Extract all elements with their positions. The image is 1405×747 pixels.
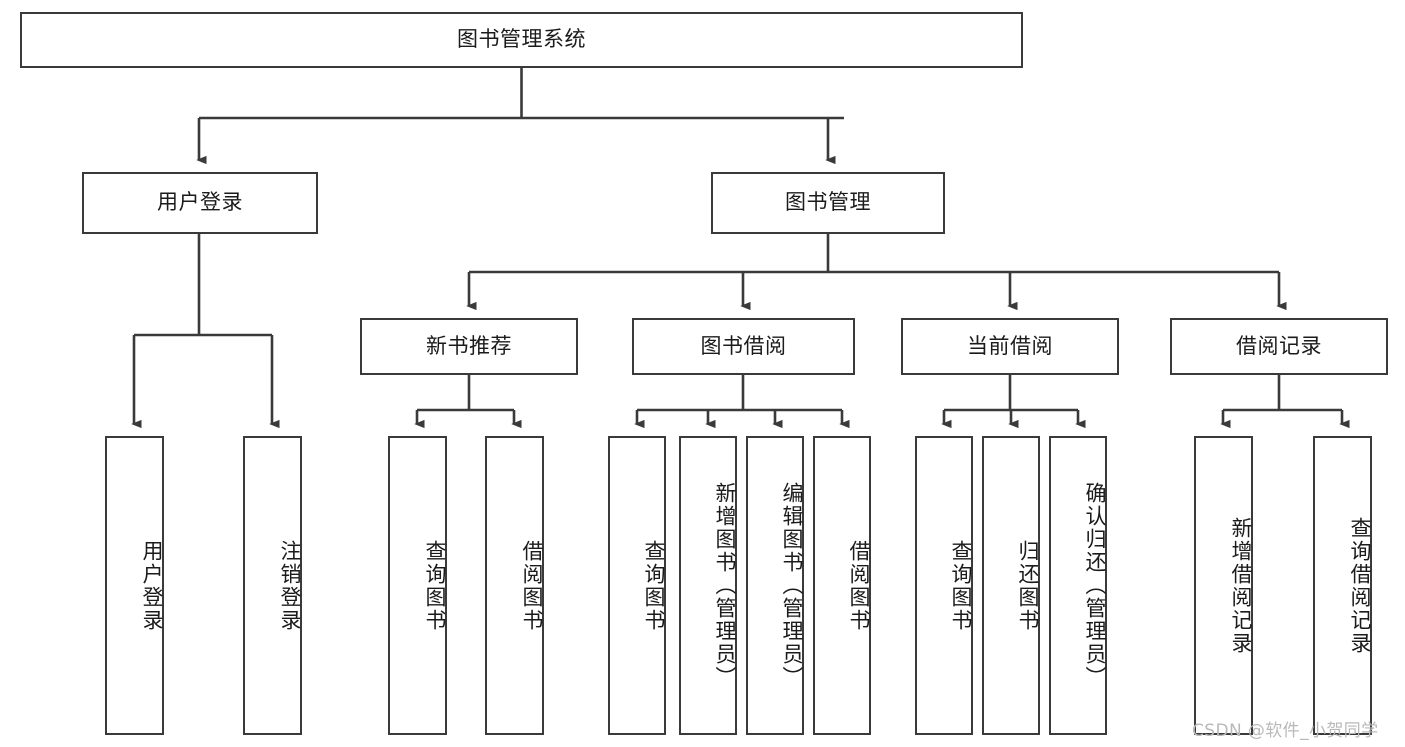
- node-leaf-return-book[interactable]: 归还图书: [982, 436, 1040, 735]
- node-user-login[interactable]: 用户登录: [82, 172, 318, 234]
- node-label: 新书推荐: [426, 333, 512, 358]
- node-label: 查询图书: [423, 539, 447, 632]
- node-label: 归还图书: [1016, 539, 1040, 632]
- node-label: 图书借阅: [700, 333, 787, 358]
- node-book-borrow[interactable]: 图书借阅: [632, 318, 855, 375]
- node-label: 新增借阅记录: [1229, 516, 1253, 655]
- node-leaf-add-borrow-record[interactable]: 新增借阅记录: [1194, 436, 1253, 735]
- node-leaf-confirm-return-admin[interactable]: 确认归还（管理员）: [1049, 436, 1107, 735]
- node-current-borrow[interactable]: 当前借阅: [901, 318, 1119, 375]
- node-leaf-query-book-3[interactable]: 查询图书: [915, 436, 973, 735]
- node-label: 确认归还（管理员）: [1083, 482, 1107, 689]
- node-leaf-user-login[interactable]: 用户登录: [105, 436, 164, 735]
- node-leaf-query-book-2[interactable]: 查询图书: [608, 436, 666, 735]
- node-label: 查询图书: [949, 539, 973, 632]
- node-label: 借阅记录: [1236, 333, 1322, 358]
- node-leaf-borrow-book-1[interactable]: 借阅图书: [485, 436, 544, 735]
- node-label: 图书管理系统: [457, 27, 586, 52]
- node-leaf-query-borrow-record[interactable]: 查询借阅记录: [1313, 436, 1372, 735]
- node-root-book-management-system[interactable]: 图书管理系统: [20, 12, 1023, 68]
- node-label: 查询图书: [642, 539, 666, 632]
- node-borrow-record[interactable]: 借阅记录: [1170, 318, 1388, 375]
- node-leaf-user-logout[interactable]: 注销登录: [243, 436, 302, 735]
- node-leaf-query-book-1[interactable]: 查询图书: [388, 436, 447, 735]
- node-label: 查询借阅记录: [1348, 516, 1372, 655]
- node-leaf-borrow-book-2[interactable]: 借阅图书: [813, 436, 871, 735]
- node-leaf-add-book-admin[interactable]: 新增图书（管理员）: [679, 436, 737, 735]
- node-book-manage[interactable]: 图书管理: [711, 172, 945, 234]
- node-new-book-recommend[interactable]: 新书推荐: [360, 318, 578, 375]
- node-label: 当前借阅: [967, 333, 1053, 358]
- node-label: 借阅图书: [520, 539, 544, 632]
- node-label: 用户登录: [140, 539, 164, 632]
- node-leaf-edit-book-admin[interactable]: 编辑图书（管理员）: [746, 436, 804, 735]
- node-label: 用户登录: [157, 190, 243, 215]
- node-label: 图书管理: [785, 190, 871, 215]
- node-label: 注销登录: [278, 539, 302, 632]
- node-label: 新增图书（管理员）: [713, 482, 737, 689]
- node-label: 编辑图书（管理员）: [780, 482, 804, 689]
- node-label: 借阅图书: [847, 539, 871, 632]
